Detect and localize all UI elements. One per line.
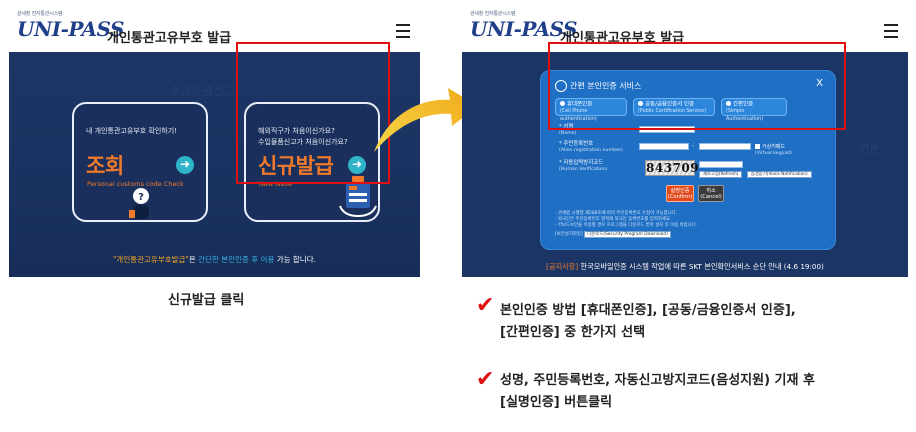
new-issue-arrow-icon[interactable]: ➜ [348,156,366,174]
main-stage-right: 간편 본인인증 서비스 X 휴대폰인증 (Cell Phone authenti… [462,52,908,277]
note-line: - 외국인은 주민등록번호 항목에 외국인 등록번호를 입력하세요. [555,217,672,223]
name-label-en: (Name) [559,131,577,137]
option-simple-auth[interactable]: 간편인증 (Simple Authentication) [721,98,787,122]
name-label-text: 성명 [563,124,574,130]
bg-ghost-right: /간편 [858,145,878,155]
left-screen: 관세청 전자통관시스템 UNI-PASS 개인통관고유부호 발급 수입통관신고 … [9,0,420,277]
captcha-image: 843709 [645,160,700,176]
footer-text-1: 은 [188,255,199,264]
notice-text: 한국모바일인증 시스템 작업에 따른 SKT 본인확인서비스 순단 안내 (4.… [578,262,824,271]
instruction-1-line1: 본인인증 방법 [휴대폰인증], [공동/금융인증서 인증], [500,303,796,318]
modal-title-text: 간편 본인인증 서비스 [570,81,642,91]
notice-bar[interactable]: [공지사항] 한국모바일인증 시스템 작업에 따른 SKT 본인확인서비스 순단… [462,262,908,272]
logo-caption: 관세청 전자통관시스템 [17,11,63,17]
auth-modal: 간편 본인인증 서비스 X 휴대폰인증 (Cell Phone authenti… [540,70,836,250]
captcha-label-en: (Human Verification) [559,167,608,173]
option-certificate-auth[interactable]: 공동/금융인증서 인증 (Public Certification Servic… [633,98,715,116]
install-label: [보안설치파일] [555,231,583,237]
globe-icon [555,80,567,92]
reg-label-en: (Alien registration number) [559,148,623,154]
reg-number-label: * 주민등록번호(Alien registration number) [559,141,623,154]
reg-number-second-input[interactable] [699,143,751,150]
instruction-1-line2: [간편인증] 중 한가지 선택 [500,325,646,340]
download-button[interactable]: 다운로드(Security Program Download) [584,230,671,238]
footer-text-2: 가능 합니다. [274,255,316,264]
instruction-2: 성명, 주민등록번호, 자동신고방지코드(음성지원) 기재 후 [실명인증] 버… [500,370,815,414]
red-check-icon: ✔ [476,367,495,392]
cancel-button[interactable]: 취소(Cancel) [698,185,724,202]
modal-notes: - 관세법 시행령 제288조에 따라 주민등록번호 수집이 가능합니다. - … [555,211,697,238]
install-row: [보안설치파일] 다운로드(Security Program Download) [555,230,697,238]
logo-caption-right: 관세청 전자통관시스템 [470,11,516,17]
option-phone-auth[interactable]: 휴대폰인증 (Cell Phone authentication) [555,98,627,122]
reg-number-first-input[interactable] [639,143,689,150]
curved-arrow-icon [374,88,478,152]
option-label-en: (Cell Phone authentication) [560,109,597,122]
option-label-en: (Public Certification Service) [638,109,706,114]
new-issue-desc-line1: 해외직구가 처음이신가요? [258,127,335,135]
lookup-card[interactable]: 내 개인통관고유부호 확인하기! 조회 Personal customs cod… [72,102,208,222]
svg-text:?: ? [138,192,144,203]
note-line: - 관세법 시행령 제288조에 따라 주민등록번호 수집이 가능합니다. [555,211,678,216]
vkeypad-label-en: (Virtual keypad) [755,151,792,156]
note-line: - 키보드보안을 이용할 경우 프로그램을 다운로드 받아 설치 후 이용 바랍… [555,223,698,229]
lookup-card-desc: 내 개인통관고유부호 확인하기! [86,127,177,135]
radio-icon[interactable] [638,101,643,106]
captcha-label: * 자동입력방지코드(Human Verification) [559,160,608,173]
name-label: * 성명(Name) [559,124,577,137]
page-title: 개인통관고유부호 발급 [107,31,232,46]
cancel-label-en: (Cancel) [700,194,722,201]
option-label-en: (Simple Authentication) [726,109,764,122]
red-check-icon: ✔ [476,293,495,318]
refresh-button[interactable]: 새로고침(Refresh) [699,171,743,178]
menu-icon[interactable] [396,24,410,38]
reg-label-text: 주민등록번호 [563,141,594,147]
unipass-logo[interactable]: UNI-PASS [17,17,124,41]
footer-note: "개인통관고유부호발급"은 간단한 본인인증 후 이용 가능 합니다. [9,254,420,265]
new-issue-card-title: 신규발급 [258,154,334,178]
modal-title: 간편 본인인증 서비스 [555,80,641,92]
menu-icon-right[interactable] [884,24,898,38]
notice-tag: [공지사항] [546,262,579,271]
confirm-label: 실명인증 [670,187,690,194]
option-label: 간편인증 [733,101,754,108]
close-icon[interactable]: X [816,78,823,89]
box-gift-icon [339,176,377,218]
radio-icon[interactable] [726,101,731,106]
new-issue-card[interactable]: 해외직구가 처음이신가요? 수입물품신고가 처음이신가요? 신규발급 New i… [244,102,380,222]
main-stage: 수입통관신고 내 개인통관고유부호 확인하기! 조회 Personal cust… [9,52,420,277]
cancel-label: 취소 [706,187,716,194]
step-caption-left: 신규발급 클릭 [168,293,245,308]
app-header: 관세청 전자통관시스템 UNI-PASS 개인통관고유부호 발급 [9,0,420,52]
instruction-1: 본인인증 방법 [휴대폰인증], [공동/금융인증서 인증], [간편인증] 중… [500,300,796,344]
instruction-2-line1: 성명, 주민등록번호, 자동신고방지코드(음성지원) 기재 후 [500,373,815,388]
voice-button[interactable]: 음성듣기(Voice Notification) [747,171,812,178]
checkbox-icon[interactable] [755,143,760,149]
highlight-box-new-issue [236,42,390,184]
instruction-2-line2: [실명인증] 버튼클릭 [500,395,613,410]
lookup-arrow-icon[interactable]: ➜ [176,156,194,174]
lookup-card-subtitle: Personal customs code Check [87,180,184,188]
person-question-icon: ? [129,188,149,219]
new-issue-card-desc: 해외직구가 처음이신가요? 수입물품신고가 처음이신가요? [258,126,348,148]
right-screen: 관세청 전자통관시스템 UNI-PASS 개인통관고유부호 발급 간편 본인인증… [462,0,908,277]
footer-highlight: "개인통관고유부호발급" [112,255,189,264]
option-label: 휴대폰인증 [567,101,593,108]
highlight-box-auth-form [548,42,846,130]
reg-dash: - [692,143,694,149]
virtual-keypad-checkbox[interactable]: 가상키패드(Virtual keypad) [755,143,792,156]
radio-icon[interactable] [560,101,565,106]
new-issue-desc-line2: 수입물품신고가 처음이신가요? [258,138,348,146]
vkeypad-label: 가상키패드 [762,144,786,150]
footer-link[interactable]: 간단한 본인인증 후 이용 [198,255,275,264]
captcha-label-text: 자동입력방지코드 [563,160,604,166]
unipass-logo-right[interactable]: UNI-PASS [470,17,577,41]
lookup-card-title: 조회 [86,154,124,178]
new-issue-card-subtitle: New issue [259,180,292,188]
captcha-input[interactable] [699,161,743,168]
confirm-button[interactable]: 실명인증(Confirm) [666,185,694,202]
bg-ghost-text: 수입통관신고 [169,84,236,98]
confirm-label-en: (Confirm) [667,194,693,201]
option-label: 공동/금융인증서 인증 [645,101,695,108]
